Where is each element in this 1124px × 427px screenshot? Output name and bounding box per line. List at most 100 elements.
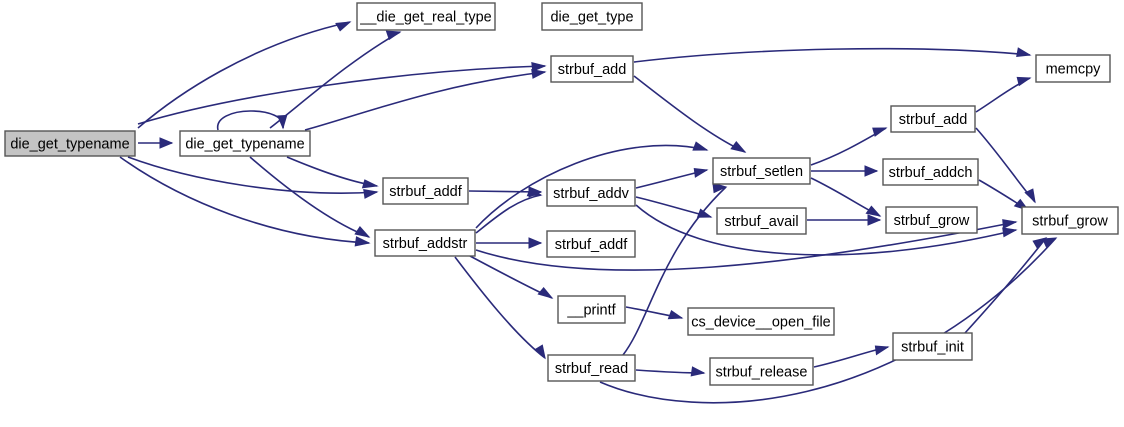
node-box[interactable] — [546, 179, 636, 207]
node-box[interactable] — [541, 2, 643, 31]
arrowhead-icon — [1002, 227, 1018, 238]
node-strbuf_addstr[interactable]: strbuf_addstr — [374, 229, 476, 257]
node-box[interactable] — [356, 2, 496, 31]
node-cs_device__open_file[interactable]: cs_device__open_file — [687, 307, 835, 336]
node-strbuf_read[interactable]: strbuf_read — [547, 354, 636, 382]
arrowhead-icon — [867, 214, 882, 226]
edge-strbuf_add2-to-memcpy — [975, 76, 1032, 113]
node-box[interactable] — [550, 55, 634, 83]
node-strbuf_grow[interactable]: strbuf_grow — [1021, 206, 1119, 235]
node-die_get_type[interactable]: die_get_type — [541, 2, 643, 31]
node-label: die_get_typename — [185, 136, 304, 152]
edge-die_get_typename-to-die_get_typename — [138, 137, 174, 149]
node-box[interactable] — [4, 130, 136, 157]
arrowhead-icon — [667, 309, 684, 320]
edge-line — [217, 110, 284, 131]
edge-strbuf_addstr-to-strbuf_read — [454, 256, 546, 360]
edge-line — [304, 71, 546, 131]
edge-__printf-to-cs_device__open_file — [625, 306, 684, 320]
node-strbuf_addch[interactable]: strbuf_addch — [882, 158, 979, 186]
node-box[interactable] — [882, 158, 979, 186]
node-label: cs_device__open_file — [691, 314, 830, 330]
edge-strbuf_setlen-to-strbuf_grow_mid — [810, 177, 882, 217]
node-label: strbuf_addf — [389, 184, 463, 200]
edge-strbuf_addstr-to-__printf — [469, 255, 554, 299]
node-label: die_get_type — [550, 9, 633, 25]
edge-die_get_typename-to-__die_get_real_type — [137, 21, 352, 129]
node-box[interactable] — [709, 357, 814, 386]
edge-die_get_typename2-to-self-loop — [217, 110, 288, 131]
edge-strbuf_add-to-memcpy — [633, 47, 1032, 63]
arrowhead-icon — [354, 236, 371, 247]
node-die_get_real_type[interactable]: __die_get_real_type — [356, 2, 496, 31]
node-label: die_get_typename — [10, 136, 129, 152]
node-strbuf_init[interactable]: strbuf_init — [892, 332, 973, 361]
arrowhead-icon — [363, 189, 379, 199]
node-die_get_typename-current[interactable]: die_get_typename — [4, 130, 136, 157]
node-box[interactable] — [1021, 206, 1119, 235]
node-label: strbuf_add — [899, 112, 968, 128]
node-box[interactable] — [885, 206, 978, 234]
node-strbuf_addf[interactable]: strbuf_addf — [546, 230, 636, 258]
edge-line — [635, 204, 1017, 256]
node-printf[interactable]: __printf — [557, 295, 626, 324]
edge-line — [475, 144, 708, 229]
node-label: strbuf_setlen — [720, 164, 803, 180]
node-box[interactable] — [712, 157, 811, 185]
arrowhead-icon — [1041, 237, 1058, 248]
node-strbuf_addv[interactable]: strbuf_addv — [546, 179, 636, 207]
arrowhead-icon — [693, 167, 709, 178]
edge-line — [249, 156, 370, 238]
arrowhead-icon — [1002, 219, 1018, 230]
node-strbuf_setlen[interactable]: strbuf_setlen — [712, 157, 811, 185]
arrowhead-icon — [528, 237, 543, 249]
node-box[interactable] — [547, 354, 636, 382]
edge-line — [119, 156, 370, 244]
arrowhead-icon — [534, 344, 546, 360]
edge-strbuf_addstr2-to-strbuf_grow_right — [475, 219, 1018, 271]
arrowhead-icon — [354, 225, 371, 238]
node-strbuf_avail[interactable]: strbuf_avail — [716, 207, 807, 235]
edge-strbuf_addv-to-strbuf_setlen — [635, 167, 709, 189]
node-label: __printf — [566, 302, 616, 318]
node-label: strbuf_read — [555, 361, 628, 377]
edge-line — [475, 221, 1017, 271]
node-box[interactable] — [557, 295, 626, 324]
arrowhead-icon — [690, 366, 706, 377]
edges-layer — [119, 21, 1058, 404]
node-label: strbuf_addv — [553, 186, 630, 202]
edge-strbuf_addstr-to-strbuf_setlen — [475, 141, 709, 229]
node-strbuf_add[interactable]: strbuf_add — [890, 105, 976, 133]
node-box[interactable] — [179, 130, 311, 157]
edge-strbuf_read-to-strbuf_setlen — [622, 182, 728, 356]
node-memcpy[interactable]: memcpy — [1035, 54, 1111, 83]
nodes-layer: die_get_typename die_get_typename __die_ge… — [4, 2, 1119, 386]
node-label: strbuf_avail — [724, 214, 798, 230]
node-strbuf_addf[interactable]: strbuf_addf — [382, 177, 469, 205]
node-box[interactable] — [892, 332, 973, 361]
arrowhead-icon — [872, 127, 888, 137]
arrowhead-icon — [1032, 237, 1048, 250]
node-strbuf_grow[interactable]: strbuf_grow — [885, 206, 978, 234]
node-box[interactable] — [716, 207, 807, 235]
node-label: strbuf_addstr — [383, 236, 468, 252]
node-box[interactable] — [546, 230, 636, 258]
edge-strbuf_read-to-strbuf_release — [635, 366, 706, 377]
edge-strbuf_setlen-to-strbuf_addch — [811, 165, 879, 177]
node-die_get_typename[interactable]: die_get_typename — [179, 130, 311, 157]
edge-line — [633, 75, 746, 153]
node-strbuf_add[interactable]: strbuf_add — [550, 55, 634, 83]
edge-line — [475, 194, 542, 234]
node-box[interactable] — [890, 105, 976, 133]
edge-line — [137, 65, 546, 125]
node-strbuf_release[interactable]: strbuf_release — [709, 357, 814, 386]
node-box[interactable] — [374, 229, 476, 257]
node-box[interactable] — [1035, 54, 1111, 83]
node-label: strbuf_grow — [894, 213, 970, 229]
edge-line — [633, 47, 1031, 63]
arrowhead-icon — [537, 287, 554, 299]
node-box[interactable] — [382, 177, 469, 205]
node-box[interactable] — [687, 307, 835, 336]
